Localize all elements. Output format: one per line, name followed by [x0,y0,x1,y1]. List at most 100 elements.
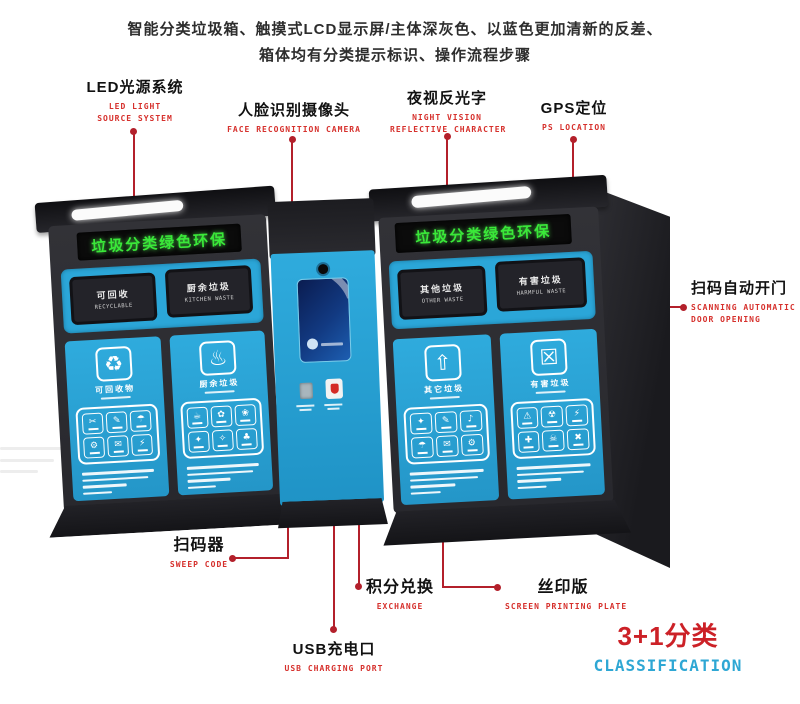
waste-example-icon: ✉ [107,435,130,458]
waste-example-icon: ❀ [234,404,257,427]
annotation-dot [570,136,577,143]
waste-example-icon: ✚ [517,430,541,453]
waste-example-icon: ✧ [211,429,234,452]
middle-unit-front [270,250,385,506]
header-title-line1: 智能分类垃圾箱、触摸式LCD显示屏/主体深灰色、以蓝色更加清新的反差、 [127,21,663,38]
middle-unit-base [277,498,388,534]
waste-example-icon: ✎ [105,411,129,434]
slot-harmful-waste: 有害垃圾 HARMFUL WASTE [494,257,588,312]
annotation-dot [330,626,337,633]
callout-usb: USB充电口 USB CHARGING PORT [284,641,384,673]
door-label: 厨余垃圾 [199,378,240,390]
waste-example-icon: ✖ [566,428,590,451]
waste-example-icon: ⚡ [131,433,154,456]
door-description-lines [186,462,263,489]
annotation-dot [289,136,296,143]
waste-example-icon: ✉ [435,435,459,458]
waste-example-icon: ✦ [409,412,433,435]
waste-example-icon: ☢ [540,405,564,428]
annotation-line [234,557,288,559]
slot-label-en: OTHER WASTE [421,296,464,305]
callout-sweep-code: 扫码器 SWEEP CODE [169,537,229,569]
waste-example-icon: ⚡ [565,404,589,427]
annotation-dot [680,304,687,311]
door-label-en-bar [204,390,235,394]
slot-recyclable: 可回收 RECYCLABLE [69,272,158,326]
waste-example-icon: ✿ [210,405,233,428]
door-label: 其它垃圾 [423,383,465,395]
door-label-en-bar [429,395,460,400]
kitchen-waste-icon: ♨ [199,340,237,377]
scanner-caption-bars [296,404,315,412]
right-bin: 垃圾分类绿色环保 其他垃圾 OTHER WASTE 有害垃圾 HARMFUL W… [368,166,618,557]
waste-examples-grid: ☕ ✿ ❀ ✦ ✧ ♣ [179,397,265,460]
lcd-touchscreen [296,277,352,364]
lcd-avatar-icon [306,338,319,350]
callout-led-light: LED光源系统 LED LIGHT SOURCE SYSTEM [86,79,184,123]
face-recognition-camera-icon [317,263,329,275]
recycle-icon: ♻ [94,345,133,382]
slot-label-en: RECYCLABLE [94,302,133,311]
door-label-en-bar [535,390,566,394]
callout-scan-door: 扫码自动开门 SCANNING AUTOMATIC DOOR OPENING [691,280,796,324]
annotation-line [446,137,448,221]
callout-exchange: 积分兑换 EXCHANGE [365,579,434,611]
annotation-dot [130,128,137,135]
led-display: 垃圾分类绿色环保 [394,213,572,254]
harmful-waste-icon: ☒ [530,338,568,377]
waste-example-icon: ☂ [410,436,434,459]
slot-label-zh: 有害垃圾 [518,274,564,287]
callout-screen-printing: 丝印版 SCREEN PRINTING PLATE [505,579,628,611]
right-bin-body: 垃圾分类绿色环保 其他垃圾 OTHER WASTE 有害垃圾 HARMFUL W… [378,206,614,514]
annotation-dot [444,133,451,140]
door-harmful-waste: ☒ 有害垃圾 ⚠ ☢ ⚡ ✚ ☠ ✖ [499,328,606,500]
slot-label-zh: 厨余垃圾 [186,281,232,294]
waste-example-icon: ☂ [129,409,153,432]
door-recyclable: ♻ 可回收物 ✂ ✎ ☂ ⚙ ✉ ⚡ [64,336,169,502]
waste-example-icon: ⚙ [82,436,106,459]
waste-example-icon: ♪ [459,409,483,432]
annotation-dot [229,555,236,562]
lcd-avatar-text-bar [320,342,344,347]
waste-example-icon: ✂ [81,412,104,435]
annotation-line [442,586,496,588]
slot-other-waste: 其他垃圾 OTHER WASTE [397,265,488,320]
slot-label-en: KITCHEN WASTE [184,295,235,304]
left-bin: 垃圾分类绿色环保 可回收 RECYCLABLE 厨余垃圾 KITCHEN WAS… [34,180,288,548]
waste-example-icon: ✎ [434,411,458,434]
led-display-text: 垃圾分类绿色环保 [414,222,552,247]
watermark-streak [0,470,38,473]
middle-smart-unit [267,198,388,542]
waste-examples-grid: ⚠ ☢ ⚡ ✚ ☠ ✖ [509,397,596,460]
door-label: 有害垃圾 [530,378,571,390]
callout-gps: GPS定位 PS LOCATION [540,100,608,132]
waste-example-icon: ☕ [185,406,209,429]
waste-examples-grid: ✂ ✎ ☂ ⚙ ✉ ⚡ [75,403,160,465]
door-other-waste: ⇧ 其它垃圾 ✦ ✎ ♪ ☂ ✉ ⚙ [392,334,499,506]
slot-label-zh: 可回收 [96,288,130,301]
door-kitchen-waste: ♨ 厨余垃圾 ☕ ✿ ❀ ✦ ✧ ♣ [168,330,274,496]
classification-footer: 3+1分类 CLASSIFICATION [593,621,743,675]
door-description-lines [82,468,158,495]
led-display: 垃圾分类绿色环保 [76,223,242,261]
door-label-en-bar [100,396,131,400]
watermark-streak [0,459,54,462]
annotation-line [133,132,135,218]
callout-night-vision: 夜视反光字 NIGHT VISION REFLECTIVE CHARACTER [390,90,507,134]
usb-charging-port-icon [325,378,344,400]
waste-example-icon: ♣ [235,427,258,451]
annotation-dot [494,584,501,591]
watermark-streak [0,447,70,450]
other-waste-icon: ⇧ [423,343,462,382]
waste-examples-grid: ✦ ✎ ♪ ☂ ✉ ⚙ [403,403,490,465]
left-slot-panel: 可回收 RECYCLABLE 厨余垃圾 KITCHEN WASTE [60,258,264,334]
left-bin-body: 垃圾分类绿色环保 可回收 RECYCLABLE 厨余垃圾 KITCHEN WAS… [48,214,282,512]
callout-face-camera: 人脸识别摄像头 FACE RECOGNITION CAMERA [227,102,361,134]
slot-label-en: HARMFUL WASTE [516,288,567,297]
usb-caption-bars [324,403,343,411]
right-slot-panel: 其他垃圾 OTHER WASTE 有害垃圾 HARMFUL WASTE [388,250,596,330]
waste-example-icon: ☠ [541,429,565,452]
lcd-swoosh-graphic [296,277,352,354]
annotation-dot [355,583,362,590]
